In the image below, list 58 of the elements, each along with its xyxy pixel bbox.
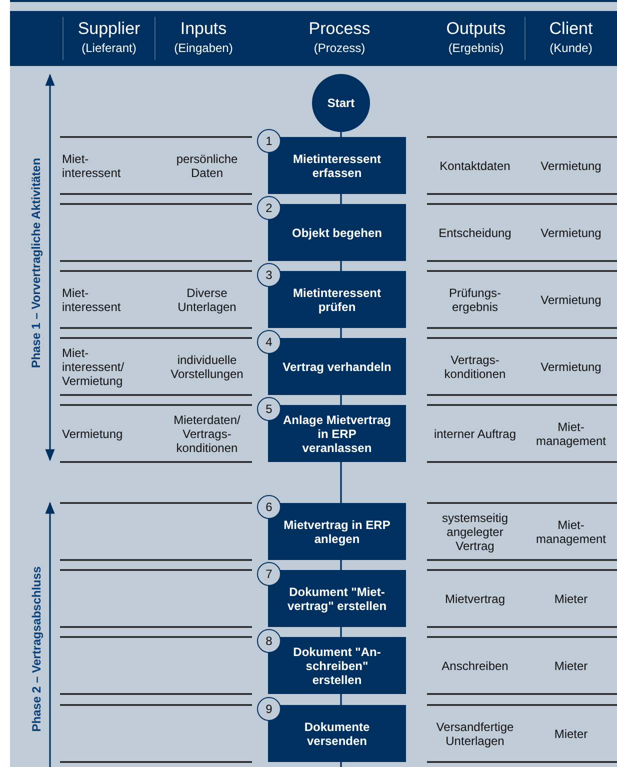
step-label: Mietvertrag in ERP anlegen xyxy=(282,518,392,546)
step-label: Vertrag verhandeln xyxy=(282,360,392,374)
column-heading: Client xyxy=(548,19,594,39)
table-cell-text: Mietvertrag xyxy=(444,592,506,606)
step-label: Dokument "An- schreiben" erstellen xyxy=(292,644,382,686)
table-cell-text: Miet- interessent xyxy=(62,286,122,314)
table-cell-text: Miet- interessent xyxy=(62,152,122,180)
step-label: Dokumente versenden xyxy=(303,720,371,748)
column-subheading: (Ergebnis) xyxy=(447,41,505,55)
table-cell-text: Anschreiben xyxy=(442,658,508,672)
table-cell-text: Mieter xyxy=(554,658,588,672)
step-label: Mietinteressent erfassen xyxy=(292,152,382,180)
connector-line xyxy=(340,462,342,503)
table-cell-text: Miet- interessent/ Vermietung xyxy=(62,346,126,388)
table-cell-text: Versandfertige Unterlagen xyxy=(435,720,515,748)
connector-line xyxy=(340,762,342,767)
column-subheading: (Lieferant) xyxy=(80,41,138,55)
phase-label: Phase 1 – Vorvertragliche Aktivitäten xyxy=(29,157,44,368)
connector-line xyxy=(340,560,342,570)
table-cell-text: Mieter xyxy=(554,592,588,606)
column-heading: Inputs xyxy=(179,19,228,39)
step-label: Start xyxy=(327,96,355,110)
column-subheading: (Prozess) xyxy=(312,41,366,55)
table-cell-text: Kontaktdaten xyxy=(440,158,510,172)
connector-line xyxy=(340,132,342,137)
step-label: Objekt begehen xyxy=(292,226,382,240)
table-cell-text: Vermietung xyxy=(540,158,602,172)
table-cell-text: persönliche Daten xyxy=(175,152,239,180)
step-label: Mietinteressent prüfen xyxy=(292,286,382,314)
table-cell-text: Miet- management xyxy=(534,518,608,546)
step-label: Anlage Mietvertrag in ERP veranlassen xyxy=(282,412,392,454)
table-cell-text: Vermietung xyxy=(540,360,602,374)
table-cell-text: Diverse Unterlagen xyxy=(176,286,238,314)
table-cell-text: Vermietung xyxy=(62,426,123,440)
table-cell-text: interner Auftrag xyxy=(434,426,516,440)
column-heading: Outputs xyxy=(445,19,507,39)
connector-line xyxy=(340,194,342,204)
connector-line xyxy=(340,328,342,338)
table-cell-text: Vermietung xyxy=(540,226,602,240)
connector-line xyxy=(340,694,342,705)
phase-label: Phase 2 – Vertragsabschluss xyxy=(29,566,44,732)
table-cell-text: Miet- management xyxy=(534,420,608,448)
table-cell-text: individuelle Vorstellungen xyxy=(170,352,244,380)
connector-line xyxy=(340,395,342,405)
table-cell-text: Vermietung xyxy=(540,292,602,306)
table-cell-text: Vertrags- konditionen xyxy=(443,352,507,380)
column-heading: Supplier xyxy=(76,19,142,39)
connector-line xyxy=(340,627,342,637)
table-cell-text: Mieter xyxy=(554,726,588,740)
column-subheading: (Kunde) xyxy=(548,41,594,55)
table-cell-text: Mieterdaten/ Vertrags- konditionen xyxy=(172,412,242,454)
step-label: Dokument "Miet- vertrag" erstellen xyxy=(286,584,388,612)
column-heading: Process xyxy=(308,19,372,39)
column-subheading: (Eingaben) xyxy=(173,41,234,55)
table-cell-text: systemseitig angelegter Vertrag xyxy=(440,510,510,552)
connector-line xyxy=(340,261,342,271)
table-cell-text: Entscheidung xyxy=(438,226,512,240)
table-cell-text: Prüfungs- ergebnis xyxy=(448,286,502,314)
